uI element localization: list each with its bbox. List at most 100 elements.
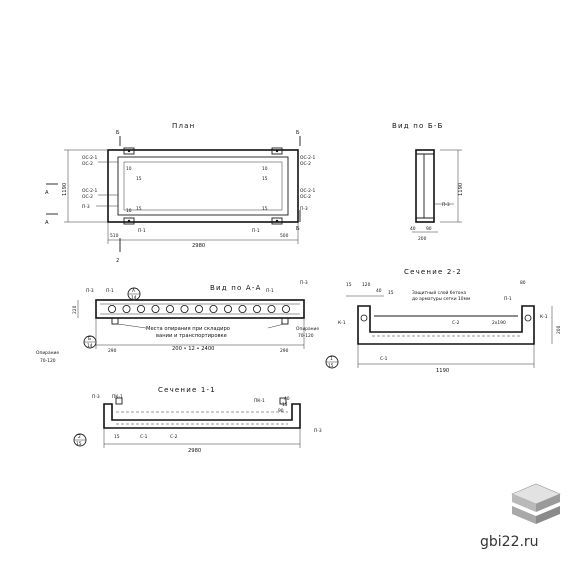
section22-dim-80: 80 — [520, 280, 526, 286]
section-22: Сечение 2-2 15 120 40 15 80 Защитный сло… — [325, 268, 562, 374]
section11-mark: П-3 — [314, 428, 322, 434]
plan-loop — [123, 217, 135, 225]
plan-mark: А — [45, 220, 49, 226]
callout-1-top: 1 — [330, 356, 333, 362]
opiranie-left-range: 70-120 — [40, 358, 56, 364]
view-bb-width: 200 — [418, 236, 427, 242]
callout-1-bottom: 15 — [328, 363, 334, 369]
hollow-core — [194, 304, 203, 313]
hollow-core — [122, 304, 131, 313]
site-url: gbi22.ru — [480, 534, 539, 550]
plan-title: План — [172, 122, 195, 130]
plan-dim-right: 500 — [280, 233, 289, 239]
section11-small: 15 — [282, 402, 288, 408]
section22-dim-top: 40 — [376, 288, 382, 294]
section11-mark: П-3 — [92, 394, 100, 400]
section11-mark: С-1 — [140, 434, 148, 440]
opiranie-left: Опирание — [36, 350, 59, 356]
section22-profile — [357, 305, 535, 345]
plan-dim-left: 510 — [110, 233, 119, 239]
plan-small-dim: 10 — [126, 208, 132, 214]
view-bb-title: Вид по Б-Б — [392, 122, 444, 130]
callout-a-bottom: 14 — [131, 295, 137, 301]
view-bb-outline — [415, 149, 435, 223]
plan-small-dim: 10 — [126, 166, 132, 172]
view-bb-mark: П-3 — [442, 202, 450, 208]
section11-small: 40 — [284, 396, 290, 402]
section22-mark: П-1 — [504, 296, 512, 302]
callout-a-top: А — [132, 288, 135, 294]
hollow-core — [223, 304, 232, 313]
plan-mark-left: ОС-2-1 — [82, 188, 97, 194]
plan-mark-left: ОС-2 — [82, 194, 93, 200]
section11-mark: С-2 — [170, 434, 178, 440]
view-aa-dim-left: 290 — [108, 348, 117, 354]
view-bb-height: 1190 — [458, 183, 464, 196]
section11-small: 15 — [114, 434, 120, 440]
section11-mark: ПК-1 — [112, 394, 123, 400]
hollow-core — [267, 304, 276, 313]
hollow-core — [180, 304, 189, 313]
plan-inner-rib — [123, 161, 283, 211]
hollow-core — [209, 304, 218, 313]
plan-mark-right: ОС-2 — [300, 161, 311, 167]
plan-small-dim: 15 — [136, 206, 142, 212]
view-aa-mark: П-3 — [86, 288, 94, 294]
section22-height: 200 — [556, 325, 562, 334]
plan-small-dim: 15 — [262, 176, 268, 182]
plan-mark: А — [45, 190, 49, 196]
view-aa-mark: П-1 — [266, 288, 274, 294]
support-note-line2: вании и транспортировке — [156, 333, 227, 339]
plan-small-dim: П-1 — [138, 228, 146, 234]
plan-mark-left: ОС-2-1 — [82, 155, 97, 161]
callout-b-top: Б — [88, 336, 91, 342]
view-bb-d2: 90 — [426, 226, 432, 232]
section22-spacing: 2х190 — [492, 320, 506, 326]
protective-layer-line2: до арматуры сетки 10мм — [412, 296, 470, 302]
plan-small-dim: П-1 — [252, 228, 260, 234]
plan-view: План Б 2 Б Б А А ОС-2-1 ОС-2 ОС-2-1 ОС-2… — [45, 122, 315, 264]
section22-dim-top: 15 — [388, 290, 394, 296]
callout-2-top: 2 — [78, 434, 81, 440]
plan-mark-right: ОС-2-1 — [300, 155, 315, 161]
plan-loop — [123, 147, 135, 155]
section22-dim-top: 120 — [362, 282, 371, 288]
plan-loop — [271, 217, 283, 225]
hollow-core — [165, 304, 174, 313]
support-block — [281, 317, 289, 325]
plan-inner-frame — [117, 156, 289, 216]
plan-outline — [107, 149, 299, 223]
section22-mark: К-1 — [338, 320, 346, 326]
callout-2-bottom: 15 — [76, 441, 82, 447]
plan-mark-right: П-3 — [300, 206, 308, 212]
section22-title: Сечение 2-2 — [404, 268, 462, 276]
hollow-core — [136, 304, 145, 313]
view-aa: Вид по А-А П-3 П-1 П-1 П-3 А 14 Б 14 220… — [36, 280, 319, 364]
section22-mark: С-1 — [380, 356, 388, 362]
hollow-core — [151, 304, 160, 313]
plan-mark-right: ОС-2-1 — [300, 188, 315, 194]
site-logo-icon — [511, 483, 561, 524]
plan-mark-left: П-3 — [82, 204, 90, 210]
section11-profile — [103, 403, 301, 429]
plan-dim-width: 1190 — [62, 183, 68, 196]
protective-layer-line1: Защитный слой бетона — [412, 289, 466, 296]
view-bb-d1: 40 — [410, 226, 416, 232]
view-aa-outline — [95, 299, 305, 319]
section22-dim-top: 15 — [346, 282, 352, 288]
plan-mark: 2 — [116, 258, 119, 264]
view-aa-mark: П-1 — [106, 288, 114, 294]
section11-mark: ПК-1 — [254, 398, 265, 404]
support-block — [111, 317, 119, 325]
section11-small: 90 — [278, 408, 284, 414]
view-aa-title: Вид по А-А — [210, 284, 262, 292]
plan-mark-left: ОС-2 — [82, 161, 93, 167]
plan-small-dim: 10 — [262, 166, 268, 172]
hollow-core — [281, 304, 290, 313]
hollow-core — [238, 304, 247, 313]
plan-dim-length: 2980 — [192, 243, 205, 249]
section11-title: Сечение 1-1 — [158, 386, 216, 394]
view-aa-height: 220 — [72, 305, 78, 314]
view-aa-dim-right: 290 — [280, 348, 289, 354]
